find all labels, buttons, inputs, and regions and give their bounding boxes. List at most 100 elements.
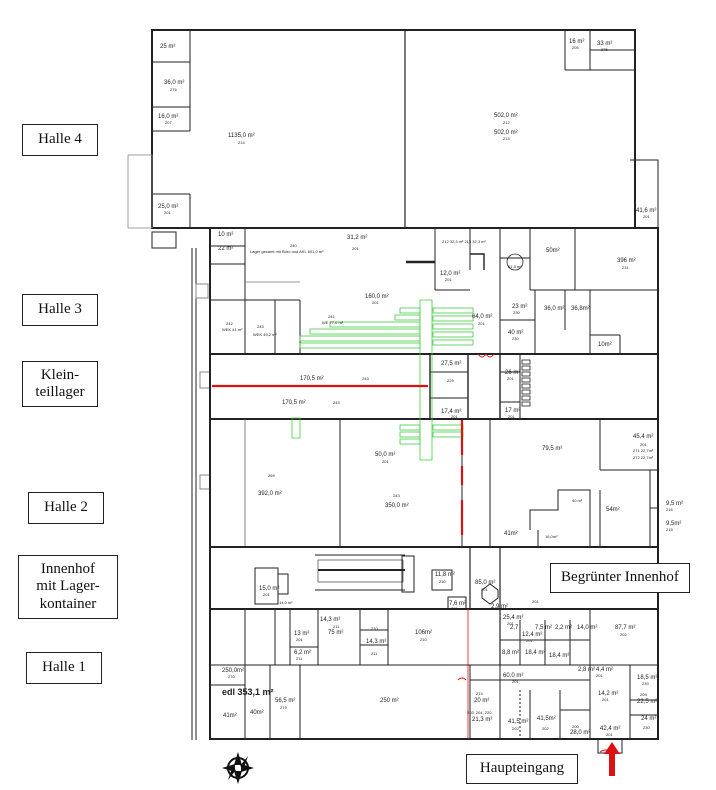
room-label: WEK 41 m²	[222, 327, 243, 332]
label-halle-3: Halle 3	[22, 294, 98, 326]
room-area: 9,5m²	[666, 521, 681, 527]
room-number: 243	[257, 324, 264, 329]
room-number: 201	[372, 300, 379, 305]
room-area: 36,8m²	[571, 306, 590, 312]
room-number: 201	[526, 638, 533, 643]
room-area: 41,6 m²	[636, 208, 656, 214]
room-number: 243	[393, 493, 400, 498]
room-area: 40m²	[250, 710, 264, 716]
room-area: 17 m²	[505, 408, 520, 414]
hall-4-structure	[127, 29, 659, 249]
room-number: 270	[228, 674, 235, 679]
room-number: 230	[643, 725, 650, 730]
label-gruener-innenhof: Begrünter Innenhof	[550, 563, 690, 593]
room-area: 18,4 m²	[549, 653, 569, 659]
room-area: 25,0 m²	[158, 204, 178, 210]
room-area: 2,7	[510, 625, 519, 631]
room-area: 45,4 m²	[633, 434, 653, 440]
room-number: 274	[476, 691, 483, 696]
label-halle-1: Halle 1	[26, 652, 102, 684]
room-number: 211	[333, 624, 340, 629]
room-area: 7,6 m²	[449, 601, 466, 607]
room-number: 203, 204, 220	[467, 710, 492, 715]
room-area: 11,8 m²	[435, 572, 455, 578]
room-area: 14,3 m²	[320, 617, 340, 623]
room-area: 2,2 m²	[555, 625, 572, 631]
room-number: 210	[420, 637, 427, 642]
room-area: 250 m²	[380, 698, 399, 704]
room-number: 201	[352, 246, 359, 251]
room-area: 25,4 m²	[503, 615, 523, 621]
room-number: 230	[513, 310, 520, 315]
room-area: 13 m²	[294, 631, 309, 637]
room-area: 87,7 m²	[615, 625, 635, 631]
room-area: 79,5 m²	[542, 446, 562, 452]
room-area: 170,5 m²	[300, 376, 324, 382]
building-outline	[191, 248, 211, 740]
arrow-up-icon	[604, 742, 620, 776]
room-number: 211	[296, 656, 303, 661]
room-area: 17,4 m²	[441, 409, 461, 415]
room-number: 210	[371, 626, 378, 631]
room-area: 10 m²	[218, 232, 233, 238]
room-number: 269	[268, 473, 275, 478]
room-area: 22 m²	[218, 246, 233, 252]
room-area: 22,5 m²	[637, 699, 657, 705]
room-number: 201	[481, 587, 488, 592]
room-area: 16,0m²	[545, 534, 558, 539]
room-area: 54m²	[606, 507, 620, 513]
room-number: 243	[362, 376, 369, 381]
room-area: 50m²	[546, 248, 560, 254]
label-text: Halle 4	[38, 131, 82, 148]
room-number: 201	[507, 376, 514, 381]
label-text: Klein- teillager	[35, 366, 85, 400]
red-markings	[212, 353, 613, 753]
room-number: 201	[451, 414, 458, 419]
room-area: 12,4 m²	[522, 632, 542, 638]
label-text: Halle 2	[44, 499, 88, 516]
compass-rose-icon	[222, 752, 254, 784]
room-area: 16,0 m²	[158, 114, 178, 120]
room-number: 201	[507, 621, 514, 626]
room-label: 212 32,3 m² 213 32,3 m²	[442, 239, 486, 244]
room-number: 205	[572, 45, 579, 50]
room-number: 230	[512, 336, 519, 341]
room-area: 4,4 m²	[596, 667, 613, 673]
room-area: 8,8 m²	[502, 650, 519, 656]
room-area: 42,4 m²	[600, 726, 620, 732]
room-area: 41,5 m²	[508, 719, 528, 725]
room-area: 14,2 m²	[598, 691, 618, 697]
room-area: 36,0 m²	[544, 306, 564, 312]
room-area: 64,0 m²	[472, 314, 492, 320]
room-area: 14,0 m²	[577, 625, 597, 631]
room-area: 28,0 m²	[570, 730, 590, 736]
label-text: Halle 1	[42, 659, 86, 676]
hall-3-structure	[209, 227, 659, 355]
room-area: 24 m²	[641, 716, 656, 722]
room-area: 160,0 m²	[365, 294, 389, 300]
room-area: 41m²	[223, 713, 237, 719]
room-number: 231	[622, 265, 629, 270]
room-area: 41m²	[504, 531, 518, 537]
room-area: 14,0 m²	[279, 600, 293, 605]
room-label: WE 77,0 m²	[322, 320, 344, 325]
room-area: 14,3 m²	[366, 639, 386, 645]
room-area: 1135,0 m²	[228, 133, 255, 139]
room-area: 41,5m²	[537, 716, 556, 722]
room-number: 201	[606, 732, 613, 737]
room-area: 9,5 m²	[666, 501, 683, 507]
room-number: 240	[290, 243, 297, 248]
room-number: 211	[371, 651, 378, 656]
room-number: 202	[542, 726, 549, 731]
room-area: 61,3 m²	[508, 264, 522, 269]
room-area: 15,0 m²	[259, 586, 279, 592]
room-number: 200	[572, 724, 579, 729]
edl-label: edl 353,1 m²	[222, 687, 274, 697]
room-number: 276	[170, 87, 177, 92]
room-number: 275	[601, 47, 608, 52]
room-area: 60,0 m²	[503, 673, 523, 679]
room-number: 201	[296, 637, 303, 642]
room-area: 85,0 m²	[475, 580, 495, 586]
room-number: 207	[165, 120, 172, 125]
room-area: 2,8 m²	[578, 667, 595, 673]
